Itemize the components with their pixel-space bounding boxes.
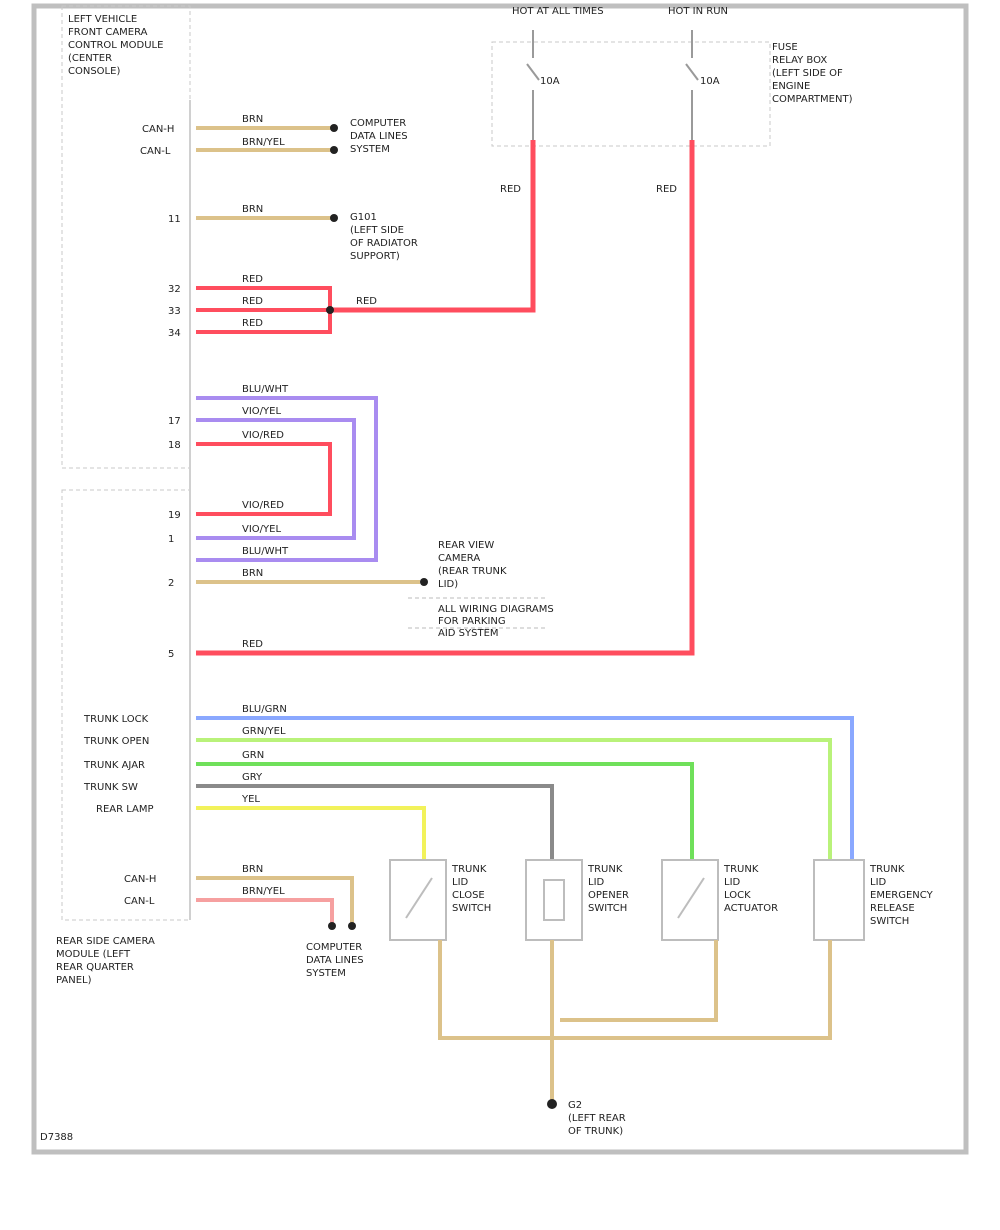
pin-2: 2 <box>168 578 174 589</box>
splice-can-l-bottom <box>328 922 336 930</box>
switch-4-label: TRUNK LID EMERGENCY RELEASE SWITCH <box>869 864 936 927</box>
switch-1-label: TRUNK LID CLOSE SWITCH <box>451 864 491 914</box>
fuse-left-rating: 10A <box>540 76 560 87</box>
pin-32: 32 <box>168 284 181 295</box>
ground-g2-label: G2 (LEFT REAR OF TRUNK) <box>568 1100 629 1137</box>
wire-label-blu-wht2: BLU/WHT <box>242 546 289 557</box>
trunk-lid-lock-actuator <box>661 859 719 941</box>
wire-fuse-right-red <box>196 140 695 656</box>
wire-label-vio-yel2: VIO/YEL <box>242 524 281 535</box>
wire-label-blu-grn: BLU/GRN <box>242 704 287 715</box>
ground-point-g2 <box>547 1099 557 1109</box>
pin-17: 17 <box>168 416 181 427</box>
pin-33: 33 <box>168 306 181 317</box>
pin-34: 34 <box>168 328 181 339</box>
wire-label-red1: RED <box>242 274 263 285</box>
splice-can-h <box>330 124 338 132</box>
splice-can-h-bottom <box>348 922 356 930</box>
wire-ground-bus <box>438 940 832 1100</box>
pin-can-h-bottom: CAN-H <box>124 874 156 885</box>
rear-camera-label: REAR VIEW CAMERA (REAR TRUNK LID) <box>438 540 510 590</box>
rear-module-title: REAR SIDE CAMERA MODULE (LEFT REAR QUART… <box>56 936 158 986</box>
pin-can-l-bottom: CAN-L <box>124 896 155 907</box>
rear-camera-connector <box>420 578 428 586</box>
connector-computer-data-top: COMPUTER DATA LINES SYSTEM <box>350 118 411 155</box>
wire-label-red2: RED <box>242 296 263 307</box>
wire-label-brn-mid: BRN <box>242 568 263 579</box>
wire-label-red-bottom: RED <box>242 639 263 650</box>
switch-2-label: TRUNK LID OPENER SWITCH <box>587 864 632 914</box>
diagram-code: D7388 <box>40 1132 73 1143</box>
wire-label-grn: GRN <box>242 750 264 761</box>
wire-trunk-switch-gray <box>196 784 554 860</box>
wire-label-blu-wht: BLU/WHT <box>242 384 289 395</box>
wire-trunk-open-lightgreen <box>196 738 832 860</box>
pin-1: 1 <box>168 534 174 545</box>
rear-camera-module-box <box>61 489 191 921</box>
trunk-lid-close-switch <box>389 859 447 941</box>
connector-computer-data-bottom: COMPUTER DATA LINES SYSTEM <box>306 942 367 979</box>
fuse-box-label: FUSE RELAY BOX (LEFT SIDE OF ENGINE COMP… <box>772 42 853 105</box>
pin-19: 19 <box>168 510 181 521</box>
ground-point-g101 <box>330 214 338 222</box>
pin-11: 11 <box>168 214 181 225</box>
fuse-right-rating: 10A <box>700 76 720 87</box>
ground-g101-label: G101 (LEFT SIDE OF RADIATOR SUPPORT) <box>350 212 421 262</box>
pin-5: 5 <box>168 649 174 660</box>
trunk-lid-opener-switch <box>525 859 583 941</box>
wire-can-h-bottom <box>196 876 354 924</box>
wire-label-can-h2: BRN <box>242 864 263 875</box>
wire-label-fuse-left: RED <box>500 184 521 195</box>
wire-label-yel: YEL <box>241 794 260 805</box>
wire-rear-lamp-yellow <box>196 806 426 860</box>
wire-trunk-lock-blue <box>196 716 854 860</box>
pin-trunk-open: TRUNK OPEN <box>83 736 149 747</box>
wire-label-gry: GRY <box>242 772 263 783</box>
pin-can-l: CAN-L <box>140 146 171 157</box>
pin-rear-lamp: REAR LAMP <box>96 804 154 815</box>
pin-trunk-switch: TRUNK SW <box>83 782 138 793</box>
wire-fuse-left-red <box>330 140 536 313</box>
pin-18: 18 <box>168 440 181 451</box>
wire-label-vio-red2: VIO/RED <box>242 500 284 511</box>
wire-label-red3: RED <box>242 318 263 329</box>
wire-label-can-l2: BRN/YEL <box>242 886 285 897</box>
fuse-left-symbol <box>526 30 540 140</box>
splice-red <box>326 306 334 314</box>
fuse-box <box>491 41 771 147</box>
wire-label-red-splice: RED <box>356 296 377 307</box>
wire-red-group <box>196 286 332 334</box>
wire-label-can-h: BRN <box>242 114 263 125</box>
fuse-right-symbol <box>685 30 699 140</box>
diagram-frame <box>31 3 969 1155</box>
wire-label-fuse-right: RED <box>656 184 677 195</box>
switch-3-label: TRUNK LID LOCK ACTUATOR <box>723 864 778 914</box>
wire-trunk-ajar-green <box>196 762 694 860</box>
wire-label-grn-wht: GRN/YEL <box>242 726 286 737</box>
front-module-title: LEFT VEHICLE FRONT CAMERA CONTROL MODULE… <box>68 14 167 77</box>
wire-can-l-bottom <box>196 898 334 924</box>
wire-vio-yel-loop <box>196 418 356 540</box>
pin-trunk-ajar: TRUNK AJAR <box>83 760 145 771</box>
splice-can-l <box>330 146 338 154</box>
wire-label-vio-yel: VIO/YEL <box>242 406 281 417</box>
fuse-left-header: HOT AT ALL TIMES <box>512 6 604 17</box>
pin-can-h: CAN-H <box>142 124 174 135</box>
trunk-lid-emergency-release-switch <box>813 859 865 941</box>
fuse-right-header: HOT IN RUN <box>668 6 728 17</box>
wire-vio-red-loop <box>196 442 332 516</box>
wire-label-gnd-11: BRN <box>242 204 263 215</box>
pin-trunk-lock: TRUNK LOCK <box>83 714 149 725</box>
rear-camera-subnote: ALL WIRING DIAGRAMS FOR PARKING AID SYST… <box>438 604 557 639</box>
wire-blu-wht-loop <box>196 396 378 562</box>
wire-label-can-l: BRN/YEL <box>242 137 285 148</box>
wire-label-vio-red: VIO/RED <box>242 430 284 441</box>
